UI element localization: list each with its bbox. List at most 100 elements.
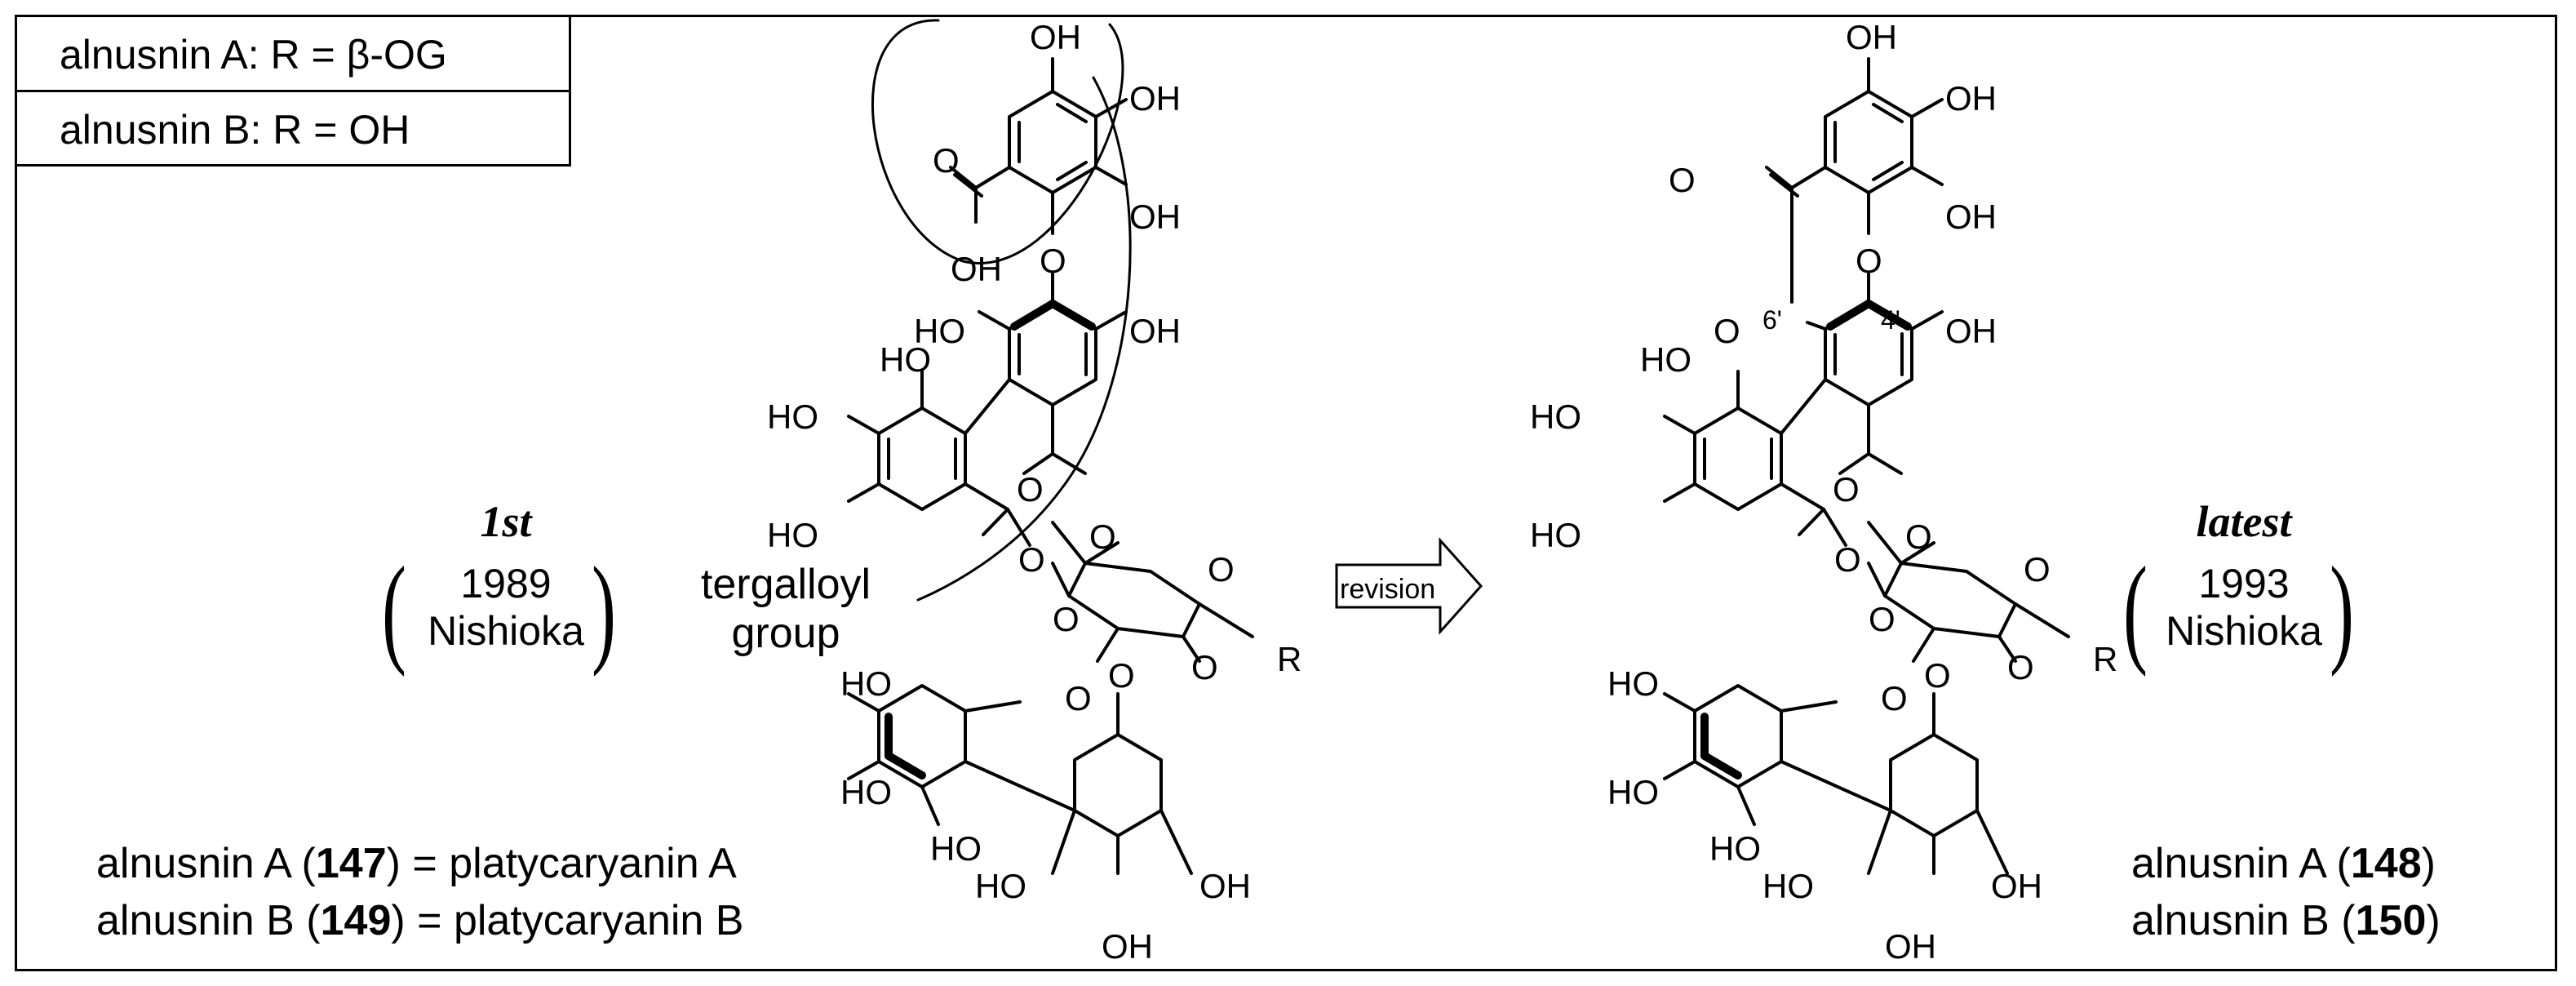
right-structure (1663, 57, 2070, 875)
atom-label: HO (840, 773, 892, 811)
atom-label: OH (1945, 198, 1997, 236)
right-close-paren: ) (2329, 542, 2354, 677)
atom-label: O (2007, 648, 2034, 686)
left-sugar-ring (1067, 562, 1201, 638)
right-compound-b-prefix: alnusnin B ( (2131, 897, 2356, 944)
position-label-4: 4' (1881, 305, 1900, 335)
left-compound-b-prefix: alnusnin B ( (96, 897, 321, 944)
atom-label: OH (1030, 18, 1081, 56)
atom-label: OH (1945, 312, 1997, 350)
tergalloyl-label: tergalloyl group (684, 560, 888, 658)
atom-label: OH (1991, 867, 2042, 905)
atom-label: HO (840, 664, 892, 703)
right-compound-b-suffix: ) (2426, 897, 2441, 944)
atom-label: O (1208, 550, 1235, 588)
right-compound-b: alnusnin B (150) (2131, 896, 2441, 945)
atom-label: HO (1607, 773, 1659, 811)
legend-row-alnusnin-a: alnusnin A: R = β-OG (17, 17, 569, 92)
left-year-block: 1989 Nishioka (424, 560, 587, 655)
tergalloyl-curve (871, 19, 1124, 264)
atom-label: O (1924, 656, 1951, 695)
atom-label: O (1040, 242, 1066, 280)
right-compound-a: alnusnin A (148) (2131, 839, 2436, 888)
atom-label: O (1714, 312, 1740, 350)
atom-label: HO (975, 867, 1026, 905)
atom-label: HO (1530, 398, 1581, 436)
left-compound-a-prefix: alnusnin A ( (96, 840, 316, 887)
left-year: 1989 (460, 561, 552, 606)
atom-label: O (1881, 679, 1908, 717)
left-top-ring (1008, 90, 1097, 194)
tergalloyl-tail (916, 76, 1132, 602)
right-top-ring (1824, 90, 1913, 194)
revision-arrow: revision (1335, 537, 1483, 635)
atom-label: HO (767, 398, 818, 436)
right-compound-a-suffix: ) (2421, 840, 2436, 887)
atom-label: O (1856, 242, 1882, 280)
right-bottom-ring-b (1889, 733, 1979, 837)
left-compound-b: alnusnin B (149) = platycaryanin B (96, 896, 743, 945)
right-sugar-ring (1883, 562, 2017, 638)
atom-label: HO (767, 516, 818, 554)
revision-label: revision (1340, 574, 1435, 605)
atom-label: O (1834, 540, 1861, 579)
right-compound-b-number: 150 (2355, 897, 2427, 944)
right-era-label: latest (2196, 497, 2292, 546)
right-side-ring (1693, 406, 1783, 511)
atom-label: O (1191, 648, 1218, 686)
legend-row-alnusnin-b: alnusnin B: R = OH (60, 107, 410, 153)
left-author: Nishioka (428, 608, 584, 654)
left-side-ring (877, 406, 967, 511)
left-era-label: 1st (480, 497, 532, 546)
atom-label: OH (1846, 18, 1897, 56)
left-open-paren: ( (381, 542, 406, 677)
atom-label: HO (930, 829, 982, 868)
left-compound-a-suffix: ) = platycaryanin A (386, 840, 737, 887)
left-compound-a: alnusnin A (147) = platycaryanin A (96, 839, 737, 888)
tergalloyl-line1: tergalloyl (700, 561, 871, 608)
atom-label: HO (1607, 664, 1659, 703)
atom-label: OH (1102, 927, 1153, 966)
atom-label: O (1018, 540, 1045, 579)
atom-label: O (1869, 600, 1895, 638)
atom-label: R (2093, 640, 2117, 678)
atom-label: OH (951, 250, 1002, 288)
atom-label: O (1669, 161, 1696, 199)
right-compound-a-number: 148 (2350, 840, 2422, 887)
atom-label: O (1833, 470, 1860, 509)
atom-label: O (1017, 470, 1044, 509)
atom-label: OH (1129, 79, 1181, 118)
atom-label: HO (1640, 340, 1691, 379)
atom-label: R (1277, 640, 1301, 678)
right-year-block: 1993 Nishioka (2162, 560, 2325, 655)
atom-label: O (1065, 679, 1092, 717)
right-atom-labels: OH OH OH O O O 6' 4' OH HO HO HO O O O O… (1530, 18, 2117, 966)
left-compound-b-suffix: ) = platycaryanin B (391, 897, 744, 944)
legend-box: alnusnin A: R = β-OG alnusnin B: R = OH (15, 15, 571, 167)
left-compound-a-number: 147 (315, 840, 387, 887)
left-structure (847, 19, 1254, 875)
atom-label: HO (1530, 516, 1581, 554)
atom-label: O (1053, 600, 1080, 638)
tergalloyl-line2: group (731, 610, 840, 657)
atom-label: OH (1129, 312, 1181, 350)
atom-label: HO (914, 312, 965, 350)
atom-label: O (2024, 550, 2051, 588)
figure-frame (15, 15, 2557, 971)
atom-label: OH (1885, 927, 1936, 966)
atom-label: OH (1199, 867, 1251, 905)
left-close-paren: ) (591, 542, 616, 677)
position-label-6: 6' (1762, 305, 1782, 335)
left-compound-b-number: 149 (320, 897, 392, 944)
left-atom-labels: OH OH OH O OH O HO OH HO HO HO O O O O O… (767, 18, 1301, 966)
atom-label: HO (1762, 867, 1814, 905)
right-compound-a-prefix: alnusnin A ( (2131, 840, 2351, 887)
right-year: 1993 (2198, 561, 2290, 606)
atom-label: OH (1129, 198, 1181, 236)
atom-label: OH (1945, 79, 1997, 118)
right-author: Nishioka (2166, 608, 2322, 654)
atom-label: HO (880, 340, 931, 379)
atom-label: O (1089, 517, 1116, 556)
